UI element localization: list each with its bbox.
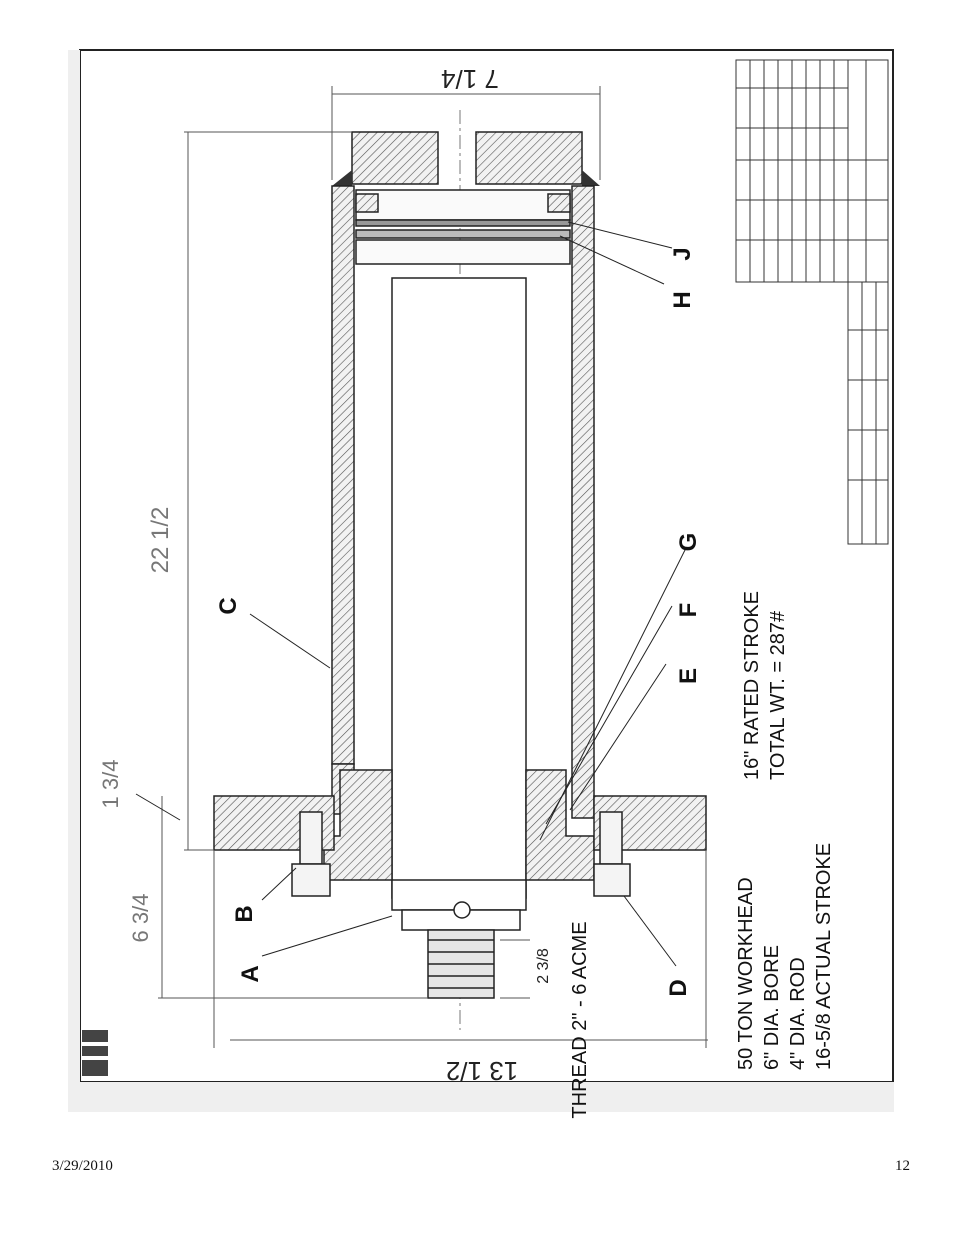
leader-lines	[135, 221, 687, 967]
note-bore: 6" DIA. BORE	[761, 945, 783, 1070]
dim-flange-width: 13 1/2	[446, 1056, 518, 1086]
note-model: 50 TON WORKHEAD	[735, 877, 757, 1070]
callout-h: H	[669, 291, 696, 308]
callout-b: B	[231, 905, 258, 922]
note-rated-stroke: 16" RATED STROKE	[741, 591, 763, 780]
gland-head	[323, 769, 595, 881]
scan-shadow-left	[68, 50, 80, 1112]
callout-e: E	[675, 668, 702, 684]
cylinder-barrel	[331, 185, 595, 819]
callout-a: A	[237, 965, 264, 982]
dimension-lines	[158, 86, 708, 1048]
page-number: 12	[895, 1158, 910, 1174]
callout-j: J	[669, 247, 696, 260]
scan-shadow	[68, 1082, 894, 1112]
callout-f: F	[675, 603, 702, 618]
footer-date: 3/29/2010	[52, 1158, 113, 1174]
end-cap	[332, 131, 600, 186]
note-total-weight: TOTAL WT. = 287#	[767, 610, 789, 780]
dim-thread-length: 2 3/8	[535, 948, 552, 984]
note-rod: 4" DIA. ROD	[787, 957, 809, 1070]
dim-flange-to-rod-end: 6 3/4	[128, 894, 153, 943]
note-actual-stroke: 16-5/8 ACTUAL STROKE	[813, 843, 835, 1070]
piston	[355, 189, 571, 265]
thread-spec: THREAD 2" - 6 ACME	[569, 921, 591, 1118]
piston-rod	[391, 277, 527, 931]
revision-block	[82, 1030, 108, 1076]
dim-flange-thickness: 1 3/4	[98, 760, 123, 809]
title-block	[735, 59, 889, 545]
dim-overall-length: 22 1/2	[147, 507, 174, 574]
flange-bolts	[291, 811, 631, 897]
callout-d: D	[665, 979, 692, 996]
callout-c: C	[215, 597, 242, 614]
callout-g: G	[675, 533, 702, 552]
dim-overall-width: 7 1/4	[441, 64, 499, 94]
threaded-rod-end	[427, 929, 495, 999]
